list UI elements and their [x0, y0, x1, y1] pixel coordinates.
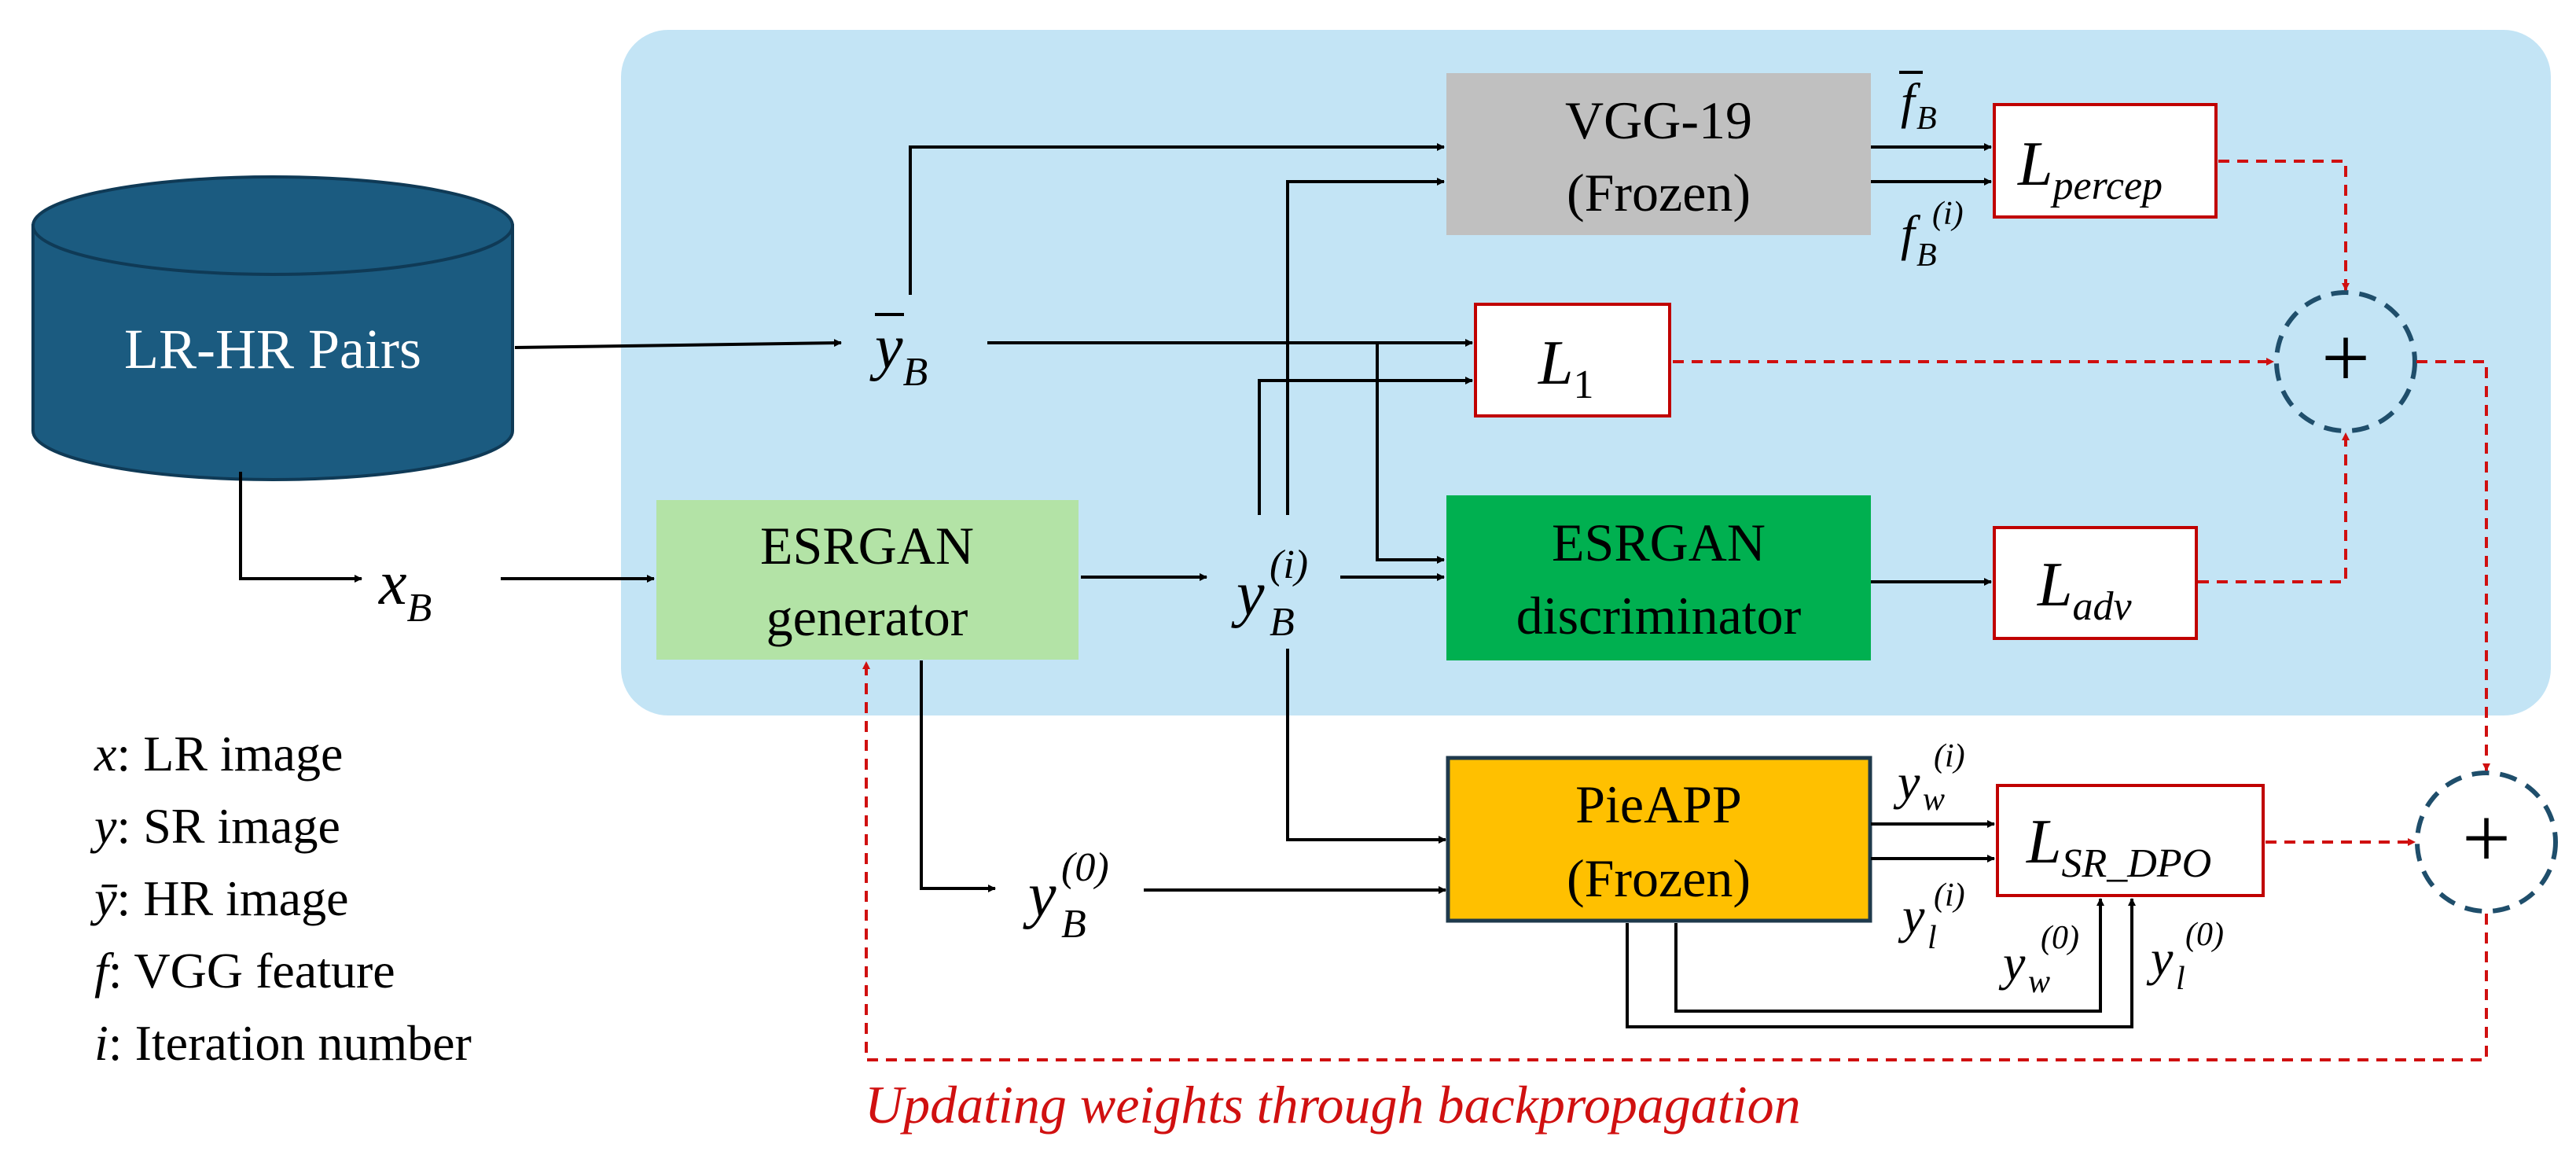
- svg-text:Lpercep: Lpercep: [2017, 130, 2163, 208]
- vgg-label-2: (Frozen): [1567, 163, 1751, 223]
- svg-text:yB: yB: [869, 313, 928, 395]
- vgg19-block: VGG-19 (Frozen): [1446, 73, 1871, 235]
- svg-text:B: B: [1061, 902, 1086, 947]
- loss-percep-sub: percep: [2050, 164, 2163, 208]
- svg-text:B: B: [1270, 600, 1295, 645]
- loss-l1-box: L1: [1474, 303, 1671, 417]
- symbol-y-b-i: y B (i): [1231, 543, 1308, 645]
- svg-text:y: y: [1023, 861, 1056, 930]
- svg-text:w: w: [2028, 964, 2050, 1000]
- svg-text:(i): (i): [1932, 196, 1964, 232]
- loss-sr-dpo-main: L: [2026, 807, 2062, 877]
- svg-text:(i): (i): [1934, 877, 1965, 914]
- svg-text:l: l: [2176, 961, 2185, 997]
- sum-node-top: +: [2274, 290, 2417, 433]
- svg-text:y: y: [1231, 560, 1265, 629]
- backprop-caption: Updating weights through backpropagation: [865, 1075, 1801, 1135]
- legend-item-3: f: VGG feature: [94, 943, 395, 999]
- svg-text:l: l: [1927, 920, 1937, 956]
- loss-sr-dpo-sub: SR_DPO: [2062, 841, 2212, 886]
- svg-text:L1: L1: [1538, 329, 1594, 407]
- svg-text:xB: xB: [378, 549, 432, 631]
- svg-text:w: w: [1923, 782, 1945, 818]
- legend-item-1: y: SR image: [90, 798, 340, 854]
- symbol-y-b-0: y B (0): [1023, 845, 1109, 947]
- generator-label-2: generator: [766, 587, 968, 647]
- symbol-fbar-b: f B: [1899, 71, 1937, 137]
- loss-adv-box: Ladv: [1993, 526, 2198, 640]
- pieapp-block: PieAPP (Frozen): [1446, 756, 1872, 923]
- legend-item-0: x: LR image: [94, 726, 343, 782]
- legend-item-2: ȳ: HR image: [90, 870, 348, 926]
- legend: x: LR image y: SR image ȳ: HR image f: V…: [90, 726, 472, 1071]
- symbol-f-b-i: f B (i): [1901, 196, 1964, 274]
- black-connectors: [239, 143, 2136, 1028]
- symbol-ybar-b: yB: [869, 313, 928, 395]
- svg-text:(i): (i): [1934, 738, 1965, 774]
- loss-sr-dpo-box: LSR_DPO: [1996, 784, 2265, 897]
- symbol-y-l-0: y l (0): [2146, 917, 2224, 997]
- svg-text:B: B: [1916, 101, 1937, 137]
- esrgan-discriminator-block: ESRGAN discriminator: [1446, 495, 1871, 660]
- svg-text:y: y: [1998, 935, 2026, 991]
- svg-text:y: y: [1893, 754, 1920, 810]
- esrgan-generator-block: ESRGAN generator: [656, 500, 1079, 660]
- symbol-y-l-i: y l (i): [1898, 877, 1965, 956]
- sum-node-bottom: +: [2415, 771, 2558, 914]
- loss-percep-main: L: [2017, 130, 2053, 199]
- pieapp-label-1: PieAPP: [1575, 774, 1742, 834]
- svg-text:y: y: [2146, 930, 2174, 986]
- loss-l1-sub: 1: [1574, 362, 1594, 407]
- loss-adv-sub: adv: [2073, 584, 2133, 629]
- svg-text:(0): (0): [2041, 920, 2079, 956]
- svg-text:y: y: [1898, 888, 1925, 943]
- svg-text:B: B: [1916, 237, 1937, 274]
- svg-text:(i): (i): [1270, 543, 1308, 587]
- loss-percep-box: Lpercep: [1993, 103, 2218, 219]
- loss-l1-main: L: [1538, 329, 1574, 398]
- symbol-y-w-i: y w (i): [1893, 738, 1965, 818]
- svg-text:(0): (0): [1061, 845, 1109, 890]
- svg-text:Ladv: Ladv: [2037, 550, 2133, 629]
- sum-top-plus: +: [2321, 310, 2370, 406]
- database-label: LR-HR Pairs: [124, 318, 421, 381]
- red-dashed-connectors: [862, 160, 2490, 1061]
- symbol-x-b: xB: [378, 549, 432, 631]
- loss-adv-main: L: [2037, 550, 2073, 620]
- symbol-y-w-0: y w (0): [1998, 920, 2079, 1000]
- legend-item-4: i: Iteration number: [94, 1015, 472, 1071]
- generator-label-1: ESRGAN: [760, 516, 974, 576]
- pieapp-label-2: (Frozen): [1567, 848, 1751, 908]
- discriminator-label-2: discriminator: [1516, 586, 1802, 646]
- vgg-label-1: VGG-19: [1565, 90, 1752, 150]
- svg-text:(0): (0): [2185, 917, 2224, 953]
- lr-hr-database: LR-HR Pairs: [31, 175, 514, 481]
- discriminator-label-1: ESRGAN: [1552, 513, 1766, 572]
- svg-text:LSR_DPO: LSR_DPO: [2026, 807, 2211, 886]
- sum-bottom-plus: +: [2462, 790, 2511, 886]
